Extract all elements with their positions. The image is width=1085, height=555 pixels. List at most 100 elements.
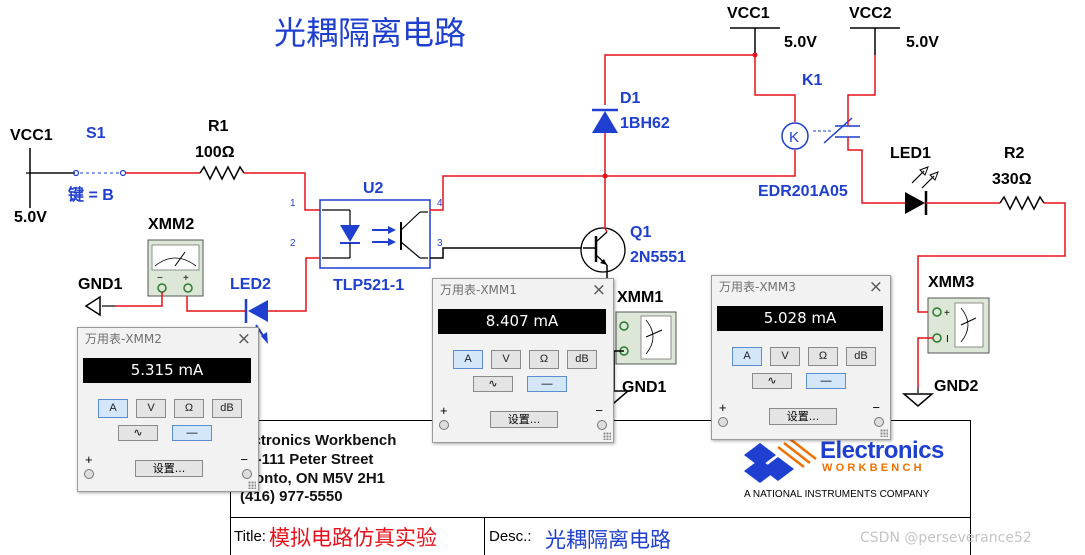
ohmmeter-mode-button[interactable]: Ω xyxy=(808,347,838,366)
plus-terminal[interactable] xyxy=(439,420,449,430)
circuit-title: 光耦隔离电路 xyxy=(274,14,466,52)
u2-label: U2 xyxy=(363,180,384,197)
vcc1-top-source[interactable] xyxy=(730,27,780,55)
gnd2[interactable] xyxy=(901,388,935,407)
settings-button[interactable]: 设置... xyxy=(490,411,558,428)
voltmeter-mode-button[interactable]: V xyxy=(770,347,800,366)
plus-terminal[interactable] xyxy=(718,417,728,427)
window-titlebar[interactable]: 万用表-XMM2× xyxy=(78,328,258,350)
s1-label: S1 xyxy=(86,125,106,142)
settings-button[interactable]: 设置... xyxy=(769,408,837,425)
k1-part: EDR201A05 xyxy=(758,183,848,200)
switch-s1[interactable] xyxy=(30,169,200,177)
r1-value: 100Ω xyxy=(195,144,235,161)
close-icon[interactable]: × xyxy=(868,277,883,297)
xmm3-symbol[interactable]: + I xyxy=(927,297,990,354)
signal-buttons: ∿— xyxy=(473,376,581,394)
resistor-r1[interactable] xyxy=(199,165,320,211)
u2-pin3: 3 xyxy=(437,238,443,249)
signal-buttons: ∿— xyxy=(118,425,226,443)
led1[interactable] xyxy=(905,166,939,215)
dc-button[interactable]: — xyxy=(172,425,212,441)
title-field-value: 模拟电路仿真实验 xyxy=(269,526,437,550)
address-line-2: 01-111 Peter Street xyxy=(240,451,374,468)
u2-pin1: 1 xyxy=(290,198,296,209)
ohmmeter-mode-button[interactable]: Ω xyxy=(529,350,559,369)
gnd1-left-label: GND1 xyxy=(78,276,123,293)
vcc2-source[interactable] xyxy=(850,27,900,55)
window-titlebar[interactable]: 万用表-XMM1 × xyxy=(433,279,613,301)
relay-k1[interactable]: K xyxy=(781,117,860,150)
plus-terminal[interactable] xyxy=(84,469,94,479)
optocoupler-u2[interactable] xyxy=(319,199,431,269)
ac-button[interactable]: ∿ xyxy=(752,373,792,389)
gnd1-left[interactable] xyxy=(84,295,115,317)
vcc1-top-label: VCC1 xyxy=(727,5,770,22)
dc-button[interactable]: — xyxy=(527,376,567,392)
ewb-logo-icon xyxy=(744,438,817,483)
address-line-3: oronto, ON M5V 2H1 xyxy=(240,470,386,487)
diode-d1[interactable] xyxy=(592,108,618,176)
xmm2-symbol[interactable]: − + xyxy=(147,239,204,297)
close-icon[interactable]: × xyxy=(236,329,251,349)
k1-coil-label: K xyxy=(789,129,799,146)
minus-terminal[interactable] xyxy=(242,469,252,479)
ewb-logo-line3: A NATIONAL INSTRUMENTS COMPANY xyxy=(744,489,930,500)
ammeter-mode-button[interactable]: A xyxy=(732,347,762,366)
desc-field-label: Desc.: xyxy=(489,528,532,545)
window-title: 万用表-XMM3 xyxy=(719,280,796,294)
signal-buttons: ∿— xyxy=(752,373,860,391)
vcc2-label: VCC2 xyxy=(849,5,892,22)
led2-label: LED2 xyxy=(230,276,271,293)
db-mode-button[interactable]: dB xyxy=(212,399,242,418)
close-icon[interactable]: × xyxy=(591,280,606,300)
resize-grip-icon[interactable] xyxy=(248,481,256,489)
resize-grip-icon[interactable] xyxy=(880,429,888,437)
r2-value: 330Ω xyxy=(992,171,1032,188)
xmm3-label: XMM3 xyxy=(928,274,974,291)
resistor-r2[interactable] xyxy=(999,195,1045,211)
r2-label: R2 xyxy=(1004,145,1025,162)
watermark: CSDN @perseverance52 xyxy=(860,530,1032,546)
minus-terminal-label: − xyxy=(240,452,248,467)
address-line-4: (416) 977-5550 xyxy=(240,488,343,505)
voltmeter-mode-button[interactable]: V xyxy=(491,350,521,369)
dc-button[interactable]: — xyxy=(806,373,846,389)
transistor-q1[interactable] xyxy=(580,227,626,273)
ac-button[interactable]: ∿ xyxy=(118,425,158,441)
svg-text:−: − xyxy=(157,273,163,284)
voltmeter-mode-button[interactable]: V xyxy=(136,399,166,418)
window-title: 万用表-XMM1 xyxy=(440,283,517,297)
xmm1-label: XMM1 xyxy=(617,289,663,306)
ewb-logo-line2: WORKBENCH xyxy=(822,462,925,474)
xmm1-symbol[interactable] xyxy=(615,311,677,365)
plus-terminal-label: + xyxy=(440,403,448,418)
q1-part: 2N5551 xyxy=(630,249,686,266)
q1-label: Q1 xyxy=(630,224,651,241)
minus-terminal[interactable] xyxy=(597,420,607,430)
meter-display: 5.028 mA xyxy=(717,306,883,331)
svg-text:+: + xyxy=(183,273,189,284)
u2-pin2: 2 xyxy=(290,238,296,249)
ammeter-mode-button[interactable]: A xyxy=(98,399,128,418)
ohmmeter-mode-button[interactable]: Ω xyxy=(174,399,204,418)
gnd1-mid-label: GND1 xyxy=(622,379,667,396)
resize-grip-icon[interactable] xyxy=(603,432,611,440)
address-line-1: lectronics Workbench xyxy=(240,432,397,449)
r1-label: R1 xyxy=(208,118,229,135)
minus-terminal[interactable] xyxy=(874,417,884,427)
db-mode-button[interactable]: dB xyxy=(846,347,876,366)
ammeter-mode-button[interactable]: A xyxy=(453,350,483,369)
vcc1-left-value: 5.0V xyxy=(14,209,47,226)
window-titlebar[interactable]: 万用表-XMM3 × xyxy=(712,276,890,298)
led1-label: LED1 xyxy=(890,145,931,162)
d1-label: D1 xyxy=(620,90,641,107)
db-mode-button[interactable]: dB xyxy=(567,350,597,369)
ac-button[interactable]: ∿ xyxy=(473,376,513,392)
k1-label: K1 xyxy=(802,72,823,89)
settings-button[interactable]: 设置... xyxy=(135,460,203,477)
